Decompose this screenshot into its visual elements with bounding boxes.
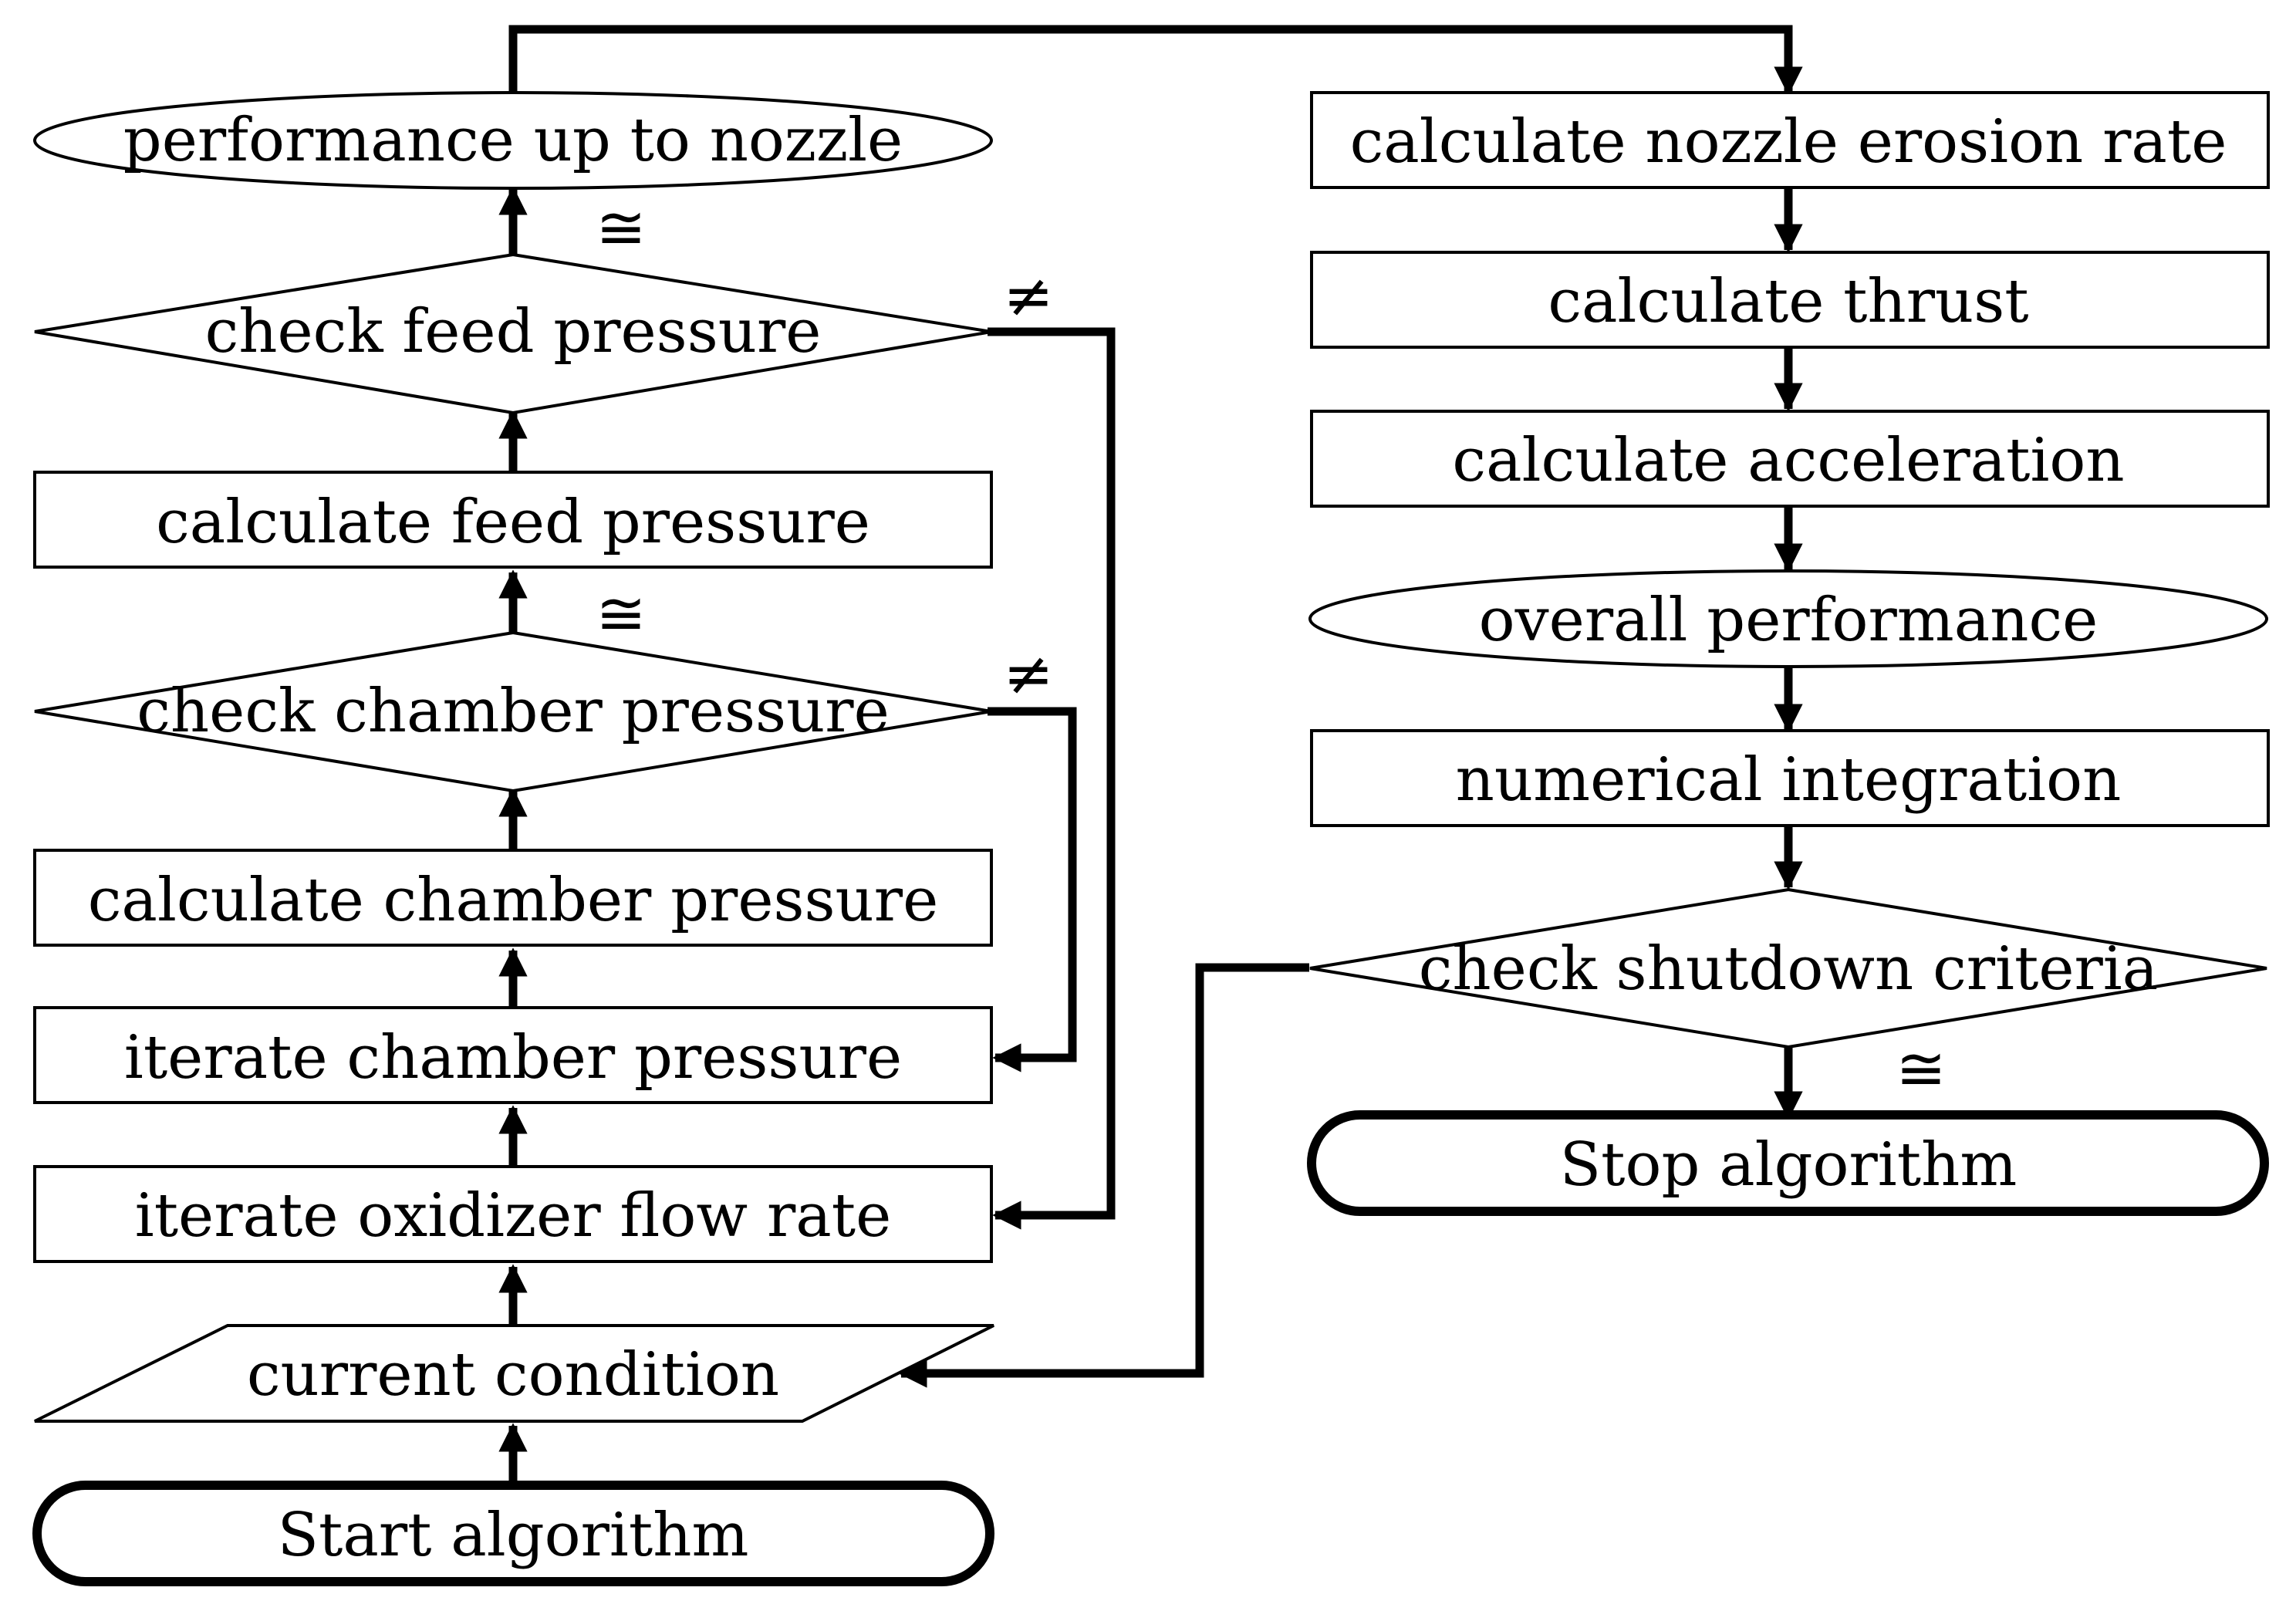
arrow-performance-nozzle-to-nozzle-erosion — [508, 25, 1803, 96]
calc-chamber-label: calculate chamber pressure — [88, 866, 938, 935]
node-calculate-chamber-pressure: calculate chamber pressure — [33, 849, 993, 947]
iterate-oxidizer-box — [33, 1165, 993, 1263]
overall-performance-label: overall performance — [1479, 586, 2098, 655]
node-check-chamber-pressure: check chamber pressure — [34, 630, 992, 793]
check-feed-diamond — [34, 252, 992, 415]
check-shutdown-diamond — [1309, 887, 2267, 1049]
node-calculate-nozzle-erosion-rate: calculate nozzle erosion rate — [1310, 91, 2270, 189]
loop-check-feed-to-iterate-oxidizer — [988, 327, 1116, 1230]
check-shutdown-label: check shutdown criteria — [1419, 934, 2159, 1004]
thrust-label: calculate thrust — [1548, 267, 2028, 336]
node-calculate-thrust: calculate thrust — [1310, 251, 2270, 349]
node-iterate-oxidizer-flow-rate: iterate oxidizer flow rate — [33, 1165, 993, 1263]
integration-label: numerical integration — [1456, 745, 2122, 815]
acceleration-box — [1310, 410, 2270, 508]
calc-chamber-box — [33, 849, 993, 947]
acceleration-label: calculate acceleration — [1452, 426, 2124, 495]
performance-nozzle-ellipse — [33, 91, 993, 190]
check-chamber-label: check chamber pressure — [137, 677, 890, 746]
overall-performance-ellipse — [1308, 569, 2268, 668]
node-overall-performance: overall performance — [1308, 569, 2268, 668]
stop-label: Stop algorithm — [1560, 1130, 2017, 1200]
check-chamber-diamond — [34, 630, 992, 793]
nozzle-erosion-label: calculate nozzle erosion rate — [1350, 107, 2227, 177]
node-check-feed-pressure: check feed pressure — [34, 252, 992, 415]
node-check-shutdown-criteria: check shutdown criteria — [1309, 887, 2267, 1049]
stop-terminator — [1307, 1110, 2269, 1216]
node-iterate-chamber-pressure: iterate chamber pressure — [33, 1006, 993, 1104]
check-feed-label: check feed pressure — [205, 297, 822, 366]
not-equal-feed-label: ≠ — [1003, 262, 1053, 331]
start-label: Start algorithm — [278, 1501, 749, 1570]
node-stop: Stop algorithm — [1307, 1110, 2269, 1216]
node-calculate-feed-pressure: calculate feed pressure — [33, 471, 993, 569]
loop-check-shutdown-to-current-condition — [898, 963, 1309, 1388]
calc-feed-label: calculate feed pressure — [156, 488, 870, 557]
connectors — [498, 25, 1803, 1485]
iterate-chamber-label: iterate chamber pressure — [124, 1023, 902, 1093]
node-current-condition: current condition — [34, 1324, 994, 1423]
integration-box — [1310, 729, 2270, 827]
calc-feed-box — [33, 471, 993, 569]
approx-equal-feed-label: ≅ — [596, 194, 646, 263]
node-calculate-acceleration: calculate acceleration — [1310, 410, 2270, 508]
approx-equal-shutdown-label: ≅ — [1896, 1035, 1946, 1104]
iterate-oxidizer-label: iterate oxidizer flow rate — [135, 1181, 891, 1251]
nozzle-erosion-box — [1310, 91, 2270, 189]
performance-nozzle-label: performance up to nozzle — [123, 106, 903, 175]
node-start: Start algorithm — [32, 1481, 994, 1586]
not-equal-chamber-label: ≠ — [1003, 640, 1053, 709]
thrust-box — [1310, 251, 2270, 349]
node-performance-up-to-nozzle: performance up to nozzle — [33, 91, 993, 190]
node-numerical-integration: numerical integration — [1310, 729, 2270, 827]
start-terminator — [32, 1481, 994, 1586]
loop-check-chamber-to-iterate-chamber — [988, 707, 1077, 1072]
current-condition-label: current condition — [247, 1340, 779, 1410]
approx-equal-chamber-label: ≅ — [596, 579, 646, 649]
current-condition-parallelogram — [34, 1324, 994, 1423]
iterate-chamber-box — [33, 1006, 993, 1104]
